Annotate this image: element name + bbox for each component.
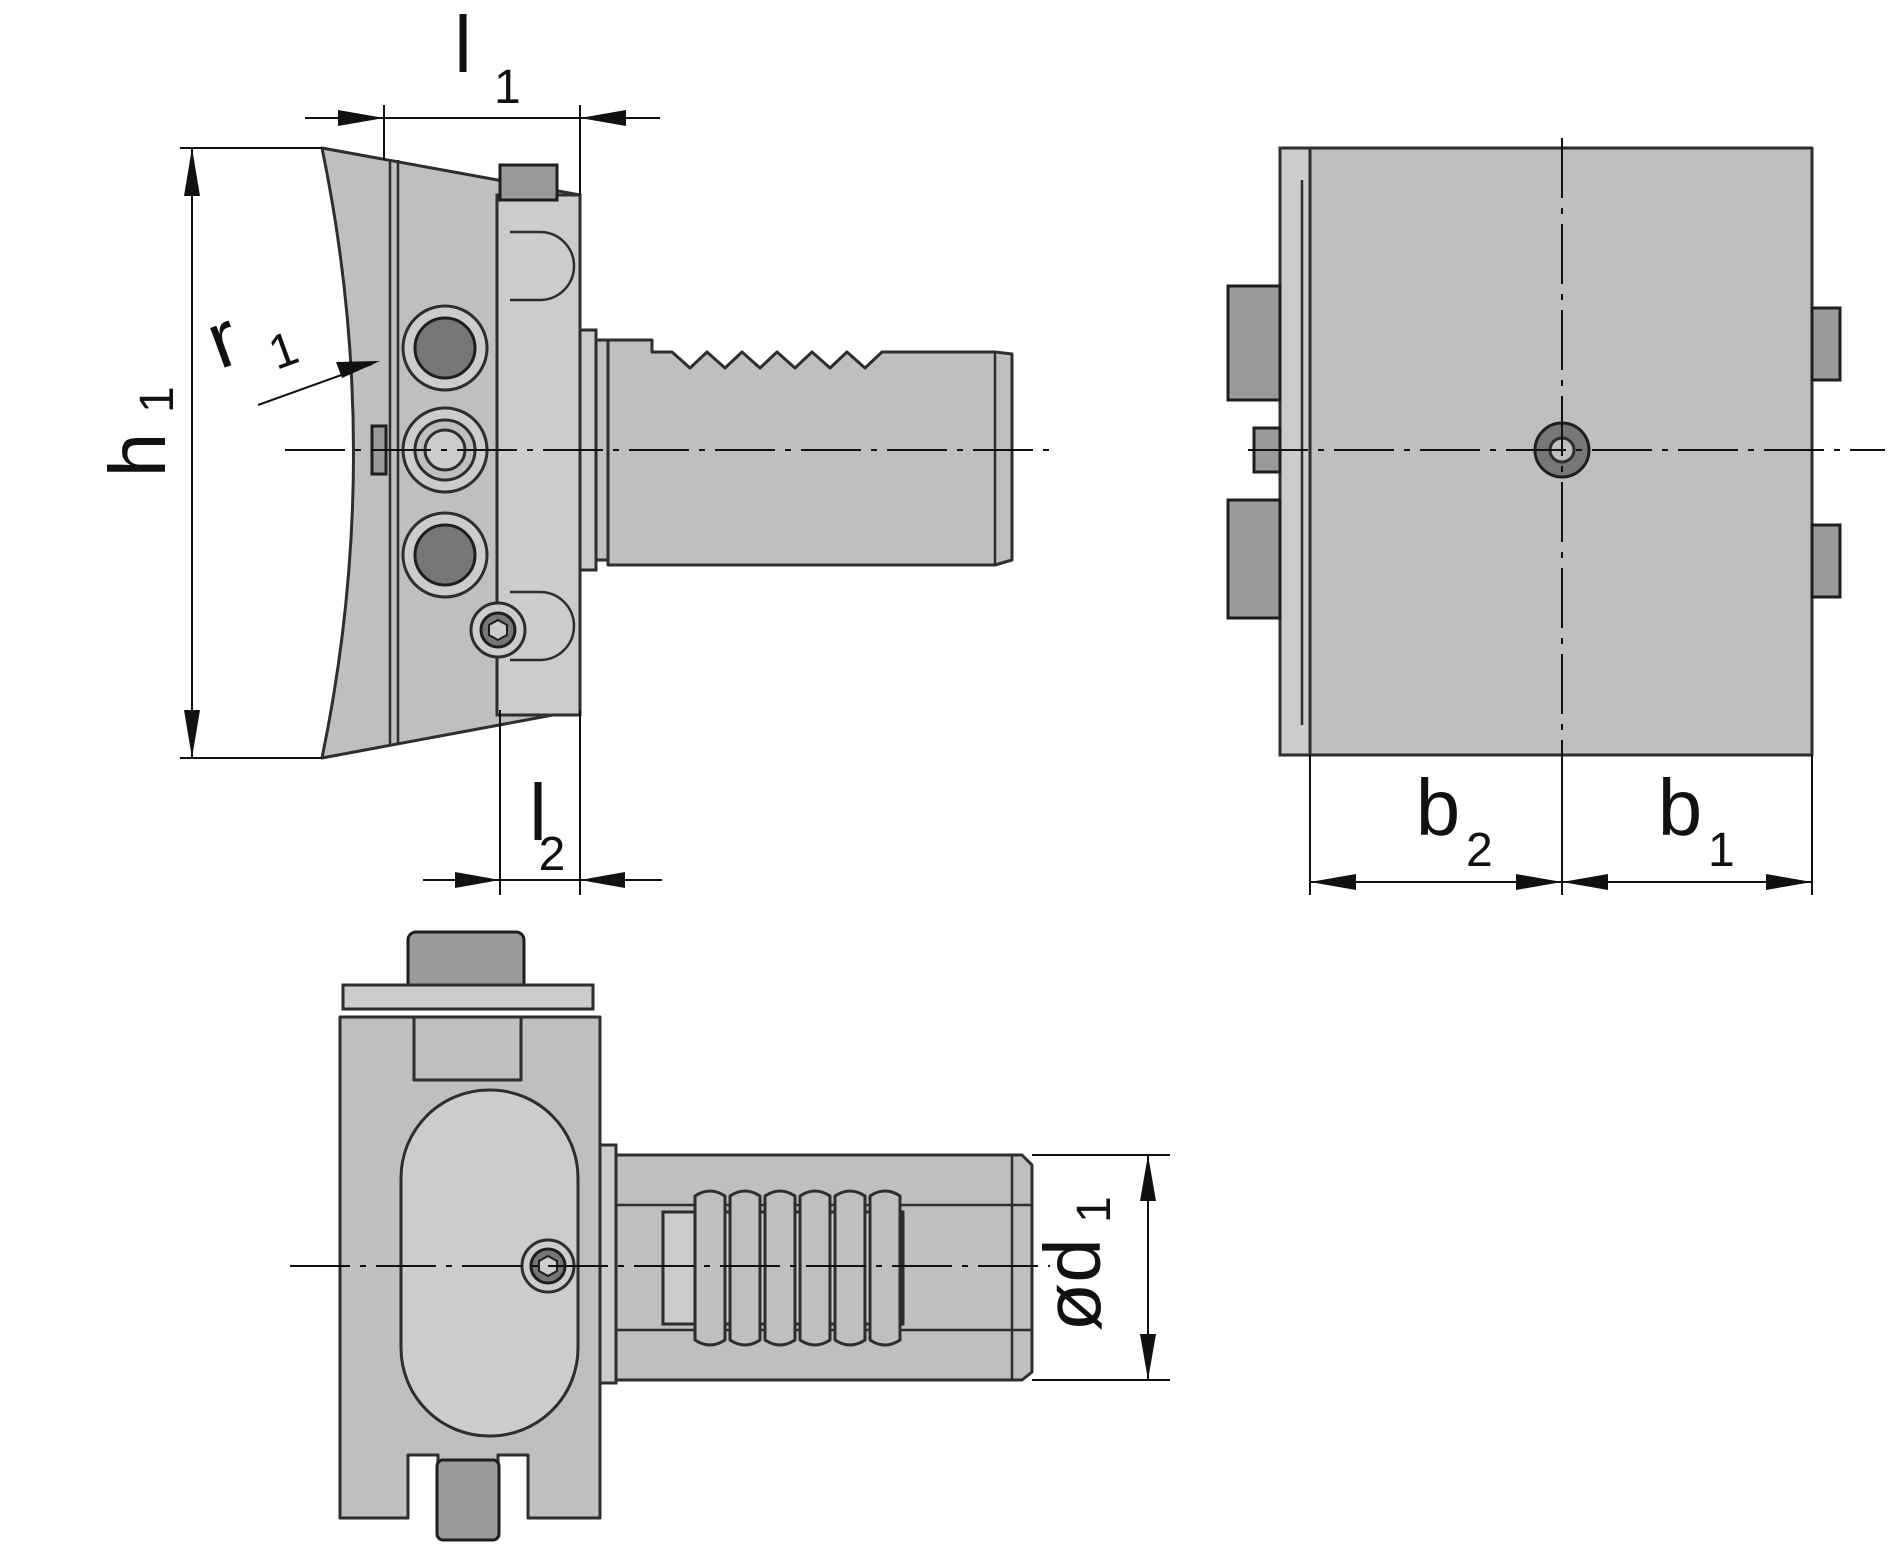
top-plate bbox=[341, 983, 595, 1011]
label-h1-main: h bbox=[93, 433, 182, 478]
arrow-icon bbox=[1562, 874, 1608, 890]
label-l1-sub: 1 bbox=[494, 61, 521, 114]
side-u-slot-bottom bbox=[510, 590, 576, 662]
label-l2-sub: 2 bbox=[539, 828, 566, 881]
dimension-b2: b 2 bbox=[1309, 755, 1563, 895]
front-tab-upper bbox=[1810, 306, 1842, 382]
side-shank bbox=[606, 338, 1014, 567]
arrow-icon bbox=[184, 148, 200, 196]
label-h1-sub: 1 bbox=[131, 386, 184, 413]
label-l2-main: l bbox=[529, 768, 547, 857]
label-d1-main: ød bbox=[1028, 1238, 1117, 1331]
hex-socket-icon bbox=[488, 618, 508, 642]
label-b2-sub: 2 bbox=[1466, 824, 1493, 877]
label-b1-main: b bbox=[1658, 763, 1703, 852]
front-view bbox=[1226, 138, 1885, 770]
top-cap-screw bbox=[406, 930, 526, 992]
side-view bbox=[285, 146, 1052, 760]
arrow-icon bbox=[1140, 1334, 1156, 1380]
top-collar bbox=[598, 1143, 618, 1385]
dimensions: l 1 l 2 h 1 bbox=[93, 0, 1813, 1381]
top-oblong-slot bbox=[399, 1088, 580, 1438]
arrow-icon bbox=[1310, 874, 1356, 890]
top-bottom-stud bbox=[435, 1458, 501, 1542]
front-left-flange bbox=[1278, 146, 1312, 757]
arrow-icon bbox=[580, 872, 625, 888]
dimension-l1: l 1 bbox=[305, 0, 660, 195]
label-d1-sub: 1 bbox=[1068, 1196, 1121, 1223]
side-screw-top-inner bbox=[413, 316, 477, 380]
arrow-icon bbox=[580, 110, 626, 126]
arrow-icon bbox=[338, 110, 384, 126]
dimension-l2: l 2 bbox=[423, 710, 662, 895]
top-notch bbox=[412, 1015, 523, 1082]
side-u-slot-top bbox=[510, 230, 576, 302]
arrow-icon bbox=[336, 361, 380, 378]
front-block-lower bbox=[1226, 498, 1282, 620]
front-block-upper bbox=[1226, 284, 1282, 402]
arrow-icon bbox=[1140, 1155, 1156, 1201]
label-b2-main: b bbox=[1416, 763, 1461, 852]
top-serrations bbox=[693, 1189, 902, 1347]
top-view bbox=[290, 930, 1050, 1542]
label-r1-main: r bbox=[195, 293, 250, 386]
arrow-icon bbox=[1766, 874, 1812, 890]
arrow-icon bbox=[1516, 874, 1562, 890]
side-top-block bbox=[498, 163, 559, 202]
front-tab-lower bbox=[1810, 523, 1842, 599]
arrow-icon bbox=[455, 872, 500, 888]
dimension-d1: ød 1 bbox=[1028, 1154, 1170, 1381]
dimension-b1: b 1 bbox=[1562, 755, 1813, 895]
label-l1-main: l bbox=[454, 0, 472, 89]
label-b1-sub: 1 bbox=[1708, 824, 1735, 877]
label-r1-sub: 1 bbox=[262, 322, 305, 381]
arrow-icon bbox=[184, 710, 200, 758]
side-screw-bottom-inner bbox=[413, 523, 477, 587]
dimension-h1: h 1 bbox=[93, 147, 322, 759]
